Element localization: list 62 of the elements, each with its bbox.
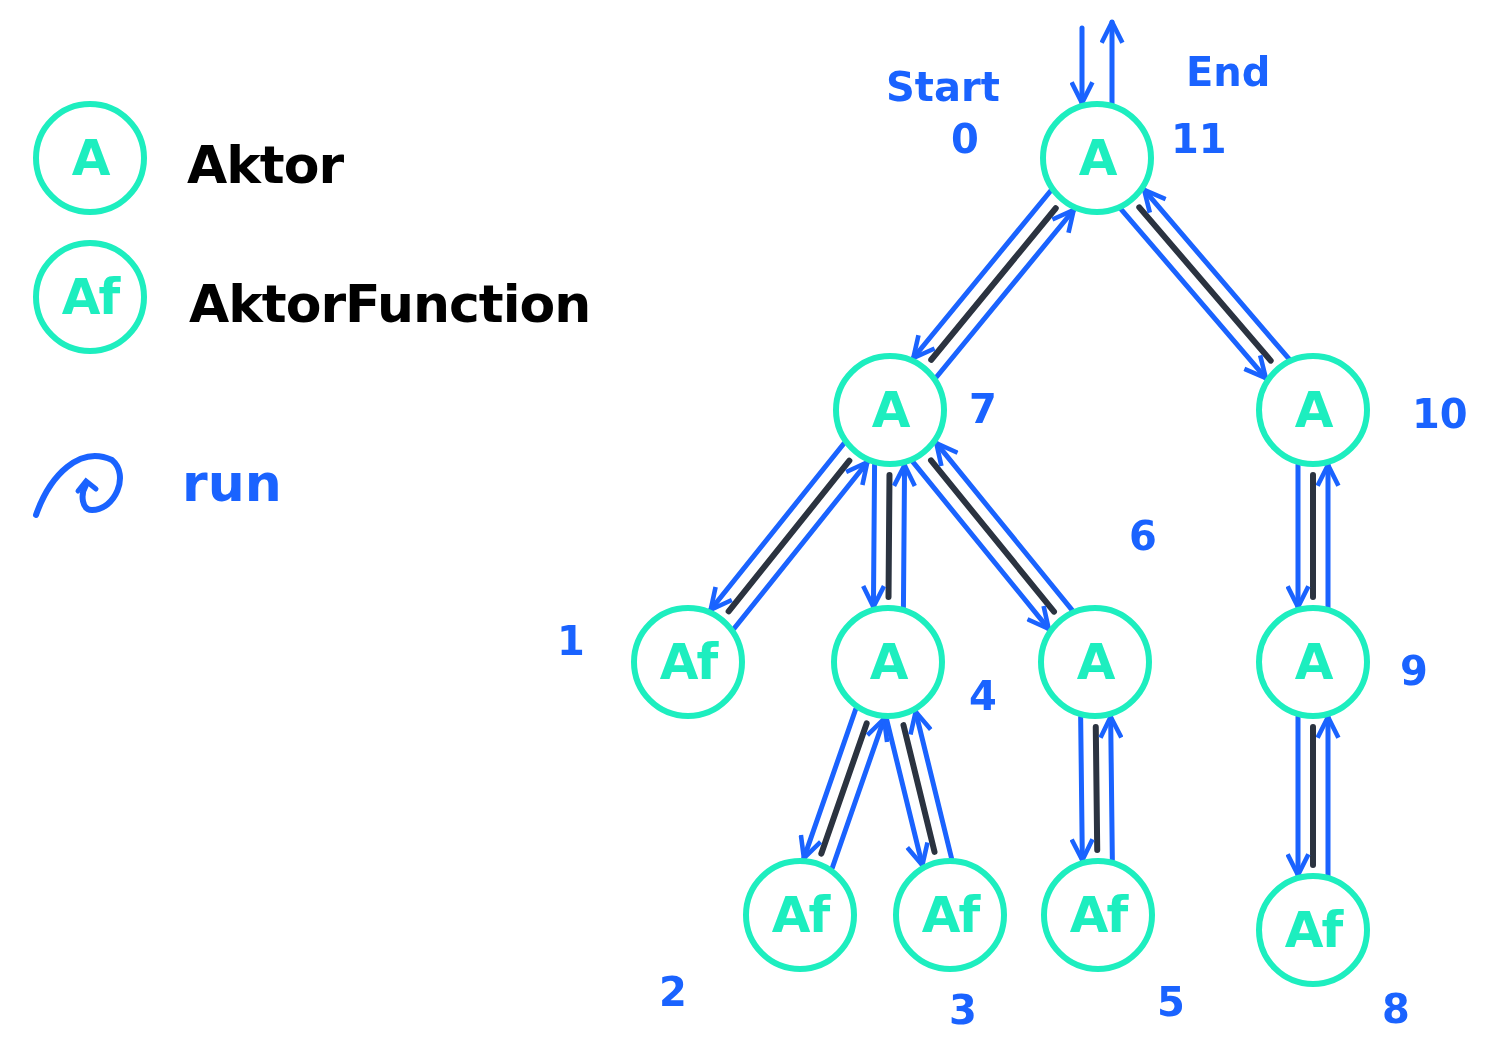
run-arrow [1285, 714, 1311, 878]
run-arrow [934, 207, 1077, 380]
node-number: 2 [659, 972, 687, 1012]
node-caption: AktorFunction [189, 278, 591, 330]
node-number: Start [886, 67, 1000, 107]
node-label: A [871, 385, 909, 435]
run-arrow [1069, 25, 1095, 106]
tree-line [900, 722, 938, 855]
node-label: Af [771, 890, 829, 940]
node-number: End [1186, 52, 1271, 92]
tree-line [818, 720, 870, 857]
run-arrow [891, 462, 918, 610]
run-arrow [798, 706, 859, 861]
run-arrow [1315, 714, 1341, 878]
tree-line [1310, 724, 1316, 868]
tree-line [928, 457, 1057, 615]
node-number: 7 [969, 389, 997, 429]
node-label: A [1294, 637, 1332, 687]
node-label: Af [61, 272, 119, 322]
node-label: Af [659, 637, 717, 687]
run-arrow [1069, 714, 1095, 863]
node-number: 10 [1412, 394, 1468, 434]
node-number: 6 [1129, 516, 1157, 556]
run-arrow [860, 462, 887, 610]
run-arrow [731, 459, 870, 631]
tree-line [725, 457, 853, 615]
node-caption: Aktor [187, 139, 344, 191]
node-number: 3 [949, 990, 977, 1030]
node-label: Af [921, 890, 979, 940]
run-arrow [1118, 207, 1269, 381]
node-number: 0 [951, 119, 979, 159]
run-arrow [910, 459, 1052, 632]
run-arrow [1315, 462, 1341, 610]
tree-line [928, 205, 1059, 363]
legend-label: run [182, 457, 282, 509]
node-label: A [1078, 133, 1116, 183]
node-label: A [869, 637, 907, 687]
run-arrow [910, 188, 1053, 361]
run-arrow [1099, 19, 1125, 106]
run-arrow [1141, 187, 1292, 361]
node-number: 1 [557, 621, 585, 661]
node-label: A [1076, 637, 1114, 687]
run-arrow [908, 709, 954, 861]
node-number: 4 [969, 676, 997, 716]
node-label: A [1294, 385, 1332, 435]
node-number: 5 [1157, 982, 1185, 1022]
node-label: A [71, 133, 109, 183]
tree-line [1092, 724, 1101, 853]
run-arrow [1098, 714, 1124, 863]
node-label: Af [1284, 905, 1342, 955]
run-arrow [829, 716, 890, 871]
node-label: Af [1069, 890, 1127, 940]
node-number: 8 [1382, 989, 1410, 1029]
run-arrow [1285, 462, 1311, 610]
node-number: 9 [1400, 651, 1428, 691]
run-arrow [933, 440, 1075, 613]
run-arrow [884, 716, 930, 868]
run-arrow [708, 441, 847, 613]
tree-line [1310, 472, 1316, 600]
tree-line [1136, 204, 1274, 364]
tree-line [885, 472, 893, 600]
node-number: 11 [1171, 119, 1227, 159]
